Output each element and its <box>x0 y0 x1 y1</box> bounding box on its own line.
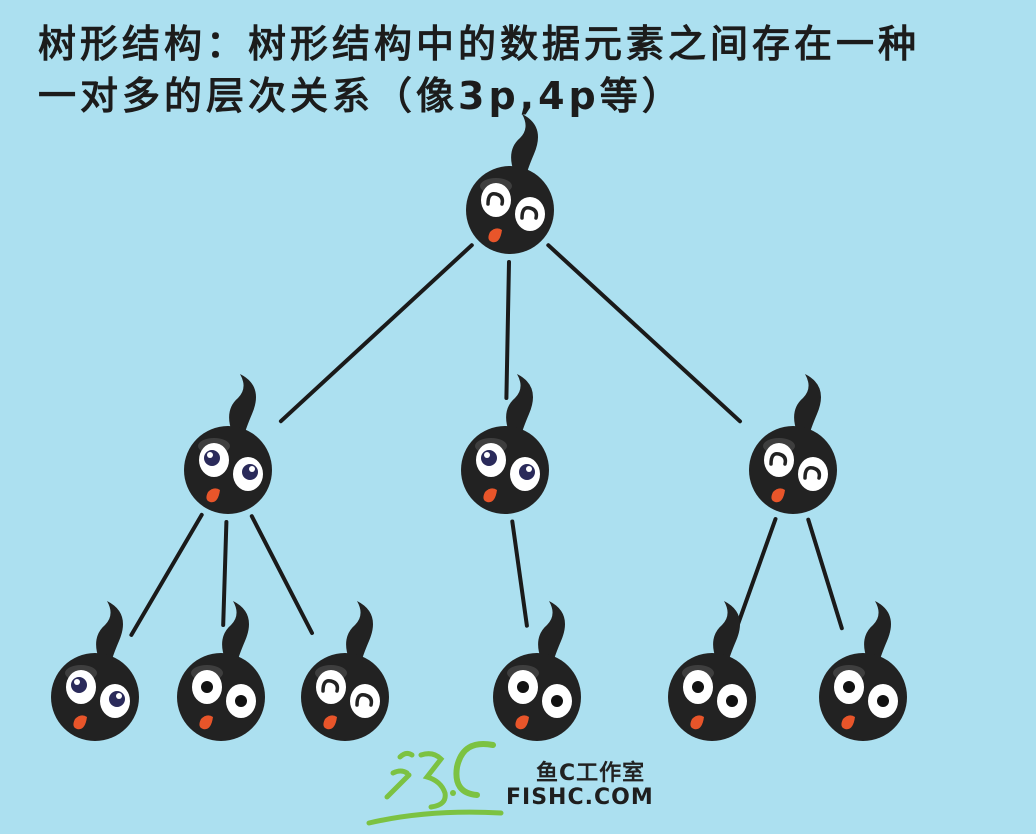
brand-chinese: 鱼C工作室 <box>536 761 646 786</box>
edge-child-1-to-leaf-2 <box>221 520 229 627</box>
edge-child-3-to-leaf-1 <box>734 517 778 632</box>
edge-root-to-child-1 <box>278 243 474 424</box>
tree-node-level2-3-2 <box>819 601 907 741</box>
tree-node-level1-3 <box>749 374 837 514</box>
tree-node-level2-2-1 <box>493 601 581 741</box>
brand-english: FISHC.COM <box>506 785 654 810</box>
tree-node-level1-1 <box>184 374 272 514</box>
tree-node-level2-1-2 <box>177 601 265 741</box>
edge-child-2-to-leaf-1 <box>510 519 529 628</box>
fishc-handwritten-logo-icon <box>366 741 504 826</box>
edge-root-to-child-3 <box>546 243 742 424</box>
tree-node-root <box>466 114 554 254</box>
tree-node-level2-1-1 <box>51 601 139 741</box>
edge-child-1-to-leaf-3 <box>249 514 314 635</box>
edge-root-to-child-2 <box>504 260 511 400</box>
edge-child-3-to-leaf-2 <box>806 517 844 631</box>
caption-line-1: 树形结构：树形结构中的数据元素之间存在一种 <box>38 22 921 66</box>
tree-node-level2-3-1 <box>668 601 756 741</box>
tree-node-level1-2 <box>461 374 549 514</box>
caption: 树形结构：树形结构中的数据元素之间存在一种 一对多的层次关系（像3p,4p等） <box>38 18 1018 122</box>
edge-child-1-to-leaf-1 <box>129 512 204 637</box>
tree-node-level2-1-3 <box>301 601 389 741</box>
caption-line-2: 一对多的层次关系（像3p,4p等） <box>38 74 684 118</box>
